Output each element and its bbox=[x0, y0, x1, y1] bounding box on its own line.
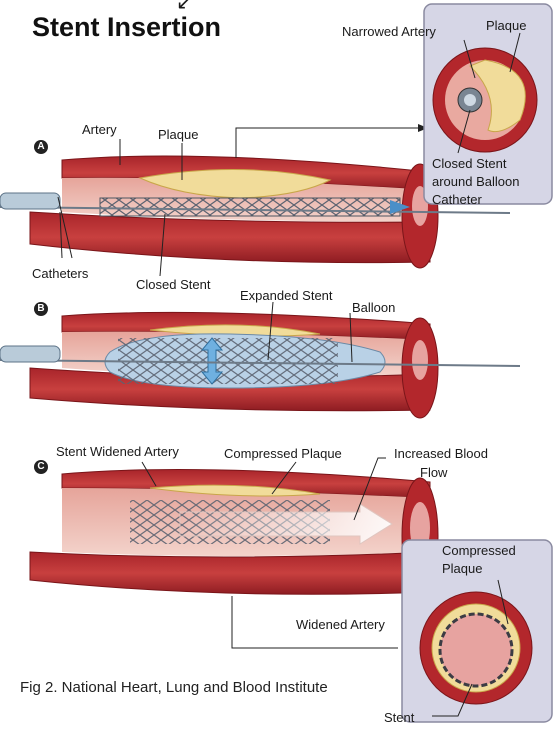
label-catheters: Catheters bbox=[32, 266, 88, 281]
inset-a-plaque: Plaque bbox=[486, 18, 526, 33]
label-plaque: Plaque bbox=[158, 127, 198, 142]
inset-a-narrowed-artery: Narrowed Artery bbox=[342, 24, 436, 39]
inset-c-compressed-1: Compressed bbox=[442, 543, 516, 558]
label-increased-blood-2: Flow bbox=[420, 465, 447, 480]
inset-a-closed-stent-1: Closed Stent bbox=[432, 156, 506, 171]
label-artery: Artery bbox=[82, 122, 117, 137]
page-title: Stent Insertion bbox=[32, 12, 221, 42]
panel-b-badge: B bbox=[34, 302, 48, 316]
label-increased-blood-1: Increased Blood bbox=[394, 446, 488, 461]
label-balloon: Balloon bbox=[352, 300, 395, 315]
panel-b-artery bbox=[0, 312, 520, 418]
inset-a-closed-stent-3: Catheter bbox=[432, 192, 482, 207]
inset-c-compressed-2: Plaque bbox=[442, 561, 482, 576]
label-widened-artery: Widened Artery bbox=[296, 617, 385, 632]
closed-stent-a bbox=[100, 198, 400, 216]
figure-caption: Fig 2. National Heart, Lung and Blood In… bbox=[20, 680, 328, 695]
pointer-arrow-icon: ↙ bbox=[176, 0, 193, 11]
label-expanded-stent: Expanded Stent bbox=[240, 288, 333, 303]
label-stent-widened-artery: Stent Widened Artery bbox=[56, 444, 179, 459]
inset-a-closed-stent-2: around Balloon bbox=[432, 174, 519, 189]
label-compressed-plaque: Compressed Plaque bbox=[224, 446, 342, 461]
panel-a-badge: A bbox=[34, 140, 48, 154]
label-stent: Stent bbox=[384, 710, 414, 725]
panel-c-artery bbox=[30, 470, 438, 595]
label-closed-stent: Closed Stent bbox=[136, 277, 210, 292]
panel-c-badge: C bbox=[34, 460, 48, 474]
